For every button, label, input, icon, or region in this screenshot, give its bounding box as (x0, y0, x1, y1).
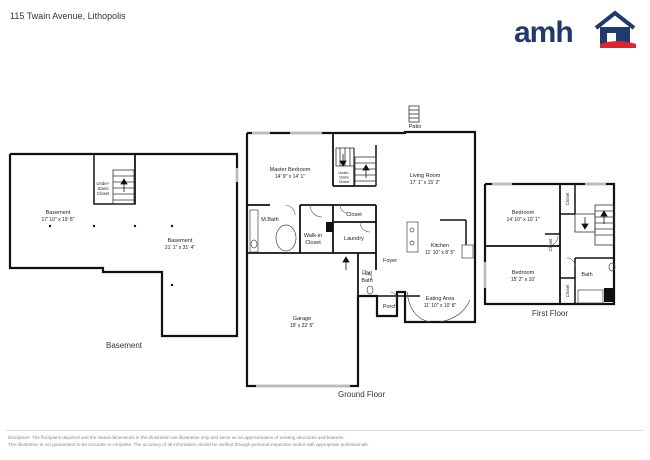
basement-second-name: Basement (168, 238, 193, 244)
kitchen-name: Kitchen (431, 243, 449, 249)
bedroom-1-dims: 14' 10" x 10' 1" (507, 217, 540, 223)
garage-name: Garage (293, 316, 311, 322)
first-bath-label: Bath (581, 272, 592, 278)
basement-second-dims: 21' 1" x 31' 4" (165, 245, 195, 251)
eating-area-name: Eating Area (426, 296, 455, 302)
basement-floor-label: Basement (106, 341, 143, 350)
bedroom-2-dims: 15' 2" x 10' (511, 277, 535, 283)
ground-floor-outline (245, 130, 477, 388)
living-room-dims: 17' 1" x 15' 2" (410, 180, 440, 186)
first-floor-fixture (604, 288, 614, 302)
kitchen-counter (406, 221, 419, 253)
garage-dims: 19' x 22' 5" (290, 323, 314, 329)
patio-label: Patio (409, 124, 422, 130)
porch-label: Porch (383, 304, 397, 310)
basement-main-dims: 17' 10" x 19' 8" (42, 217, 75, 223)
living-room-name: Living Room (410, 173, 441, 179)
basement-outline (8, 152, 239, 338)
first-floor-stairs (574, 204, 615, 246)
house-roof-icon (594, 10, 636, 48)
eating-area-dims: 11' 10" x 10' 8" (424, 303, 457, 309)
master-bedroom-dims: 14' 9" x 14' 1" (275, 174, 305, 180)
bedroom-2-name: Bedroom (512, 270, 535, 276)
master-bedroom-name: Master Bedroom (270, 167, 311, 173)
first-closet-1-label: Closet (565, 192, 570, 206)
first-closet-3-label: Closet (565, 284, 570, 298)
toilet (366, 285, 374, 295)
amh-logo: amh (514, 8, 638, 50)
basement-stairs (112, 169, 135, 205)
disclaimer: Disclaimer: The floorplans depicted and … (8, 434, 638, 448)
logo-text: amh (514, 16, 574, 49)
disclaimer-line-2: This illustration is not guaranteed to b… (8, 442, 369, 447)
m-bath-label: M.Bath (261, 217, 278, 223)
property-address: 115 Twain Avenue, Lithopolis (10, 11, 126, 21)
water-heater (326, 222, 333, 232)
foyer-label: Foyer (383, 258, 397, 264)
fridge (461, 244, 474, 259)
bay-window-left (406, 291, 431, 323)
laundry-label: Laundry (344, 236, 364, 242)
kitchen-dims: 11' 10" x 8' 5" (425, 250, 455, 256)
ground-floor-label: Ground Floor (338, 390, 386, 399)
first-closet-2-label: Closet (548, 238, 553, 252)
bay-window-right (439, 299, 471, 323)
bath-vanity (249, 209, 259, 253)
bedroom-1-name: Bedroom (512, 210, 535, 216)
disclaimer-line-1: Disclaimer: The floorplans depicted and … (8, 435, 345, 440)
basement-main-name: Basement (46, 210, 71, 216)
patio-steps (408, 105, 420, 123)
footer-divider (6, 430, 644, 431)
floorplan-drawing: Basement 17' 10" x 19' 8" Basement 21' 1… (8, 105, 616, 388)
first-floor-label: First Floor (532, 309, 568, 318)
ground-closet-label: Closet (346, 212, 362, 218)
bathtub (275, 224, 297, 252)
first-bath-tub (577, 289, 604, 304)
